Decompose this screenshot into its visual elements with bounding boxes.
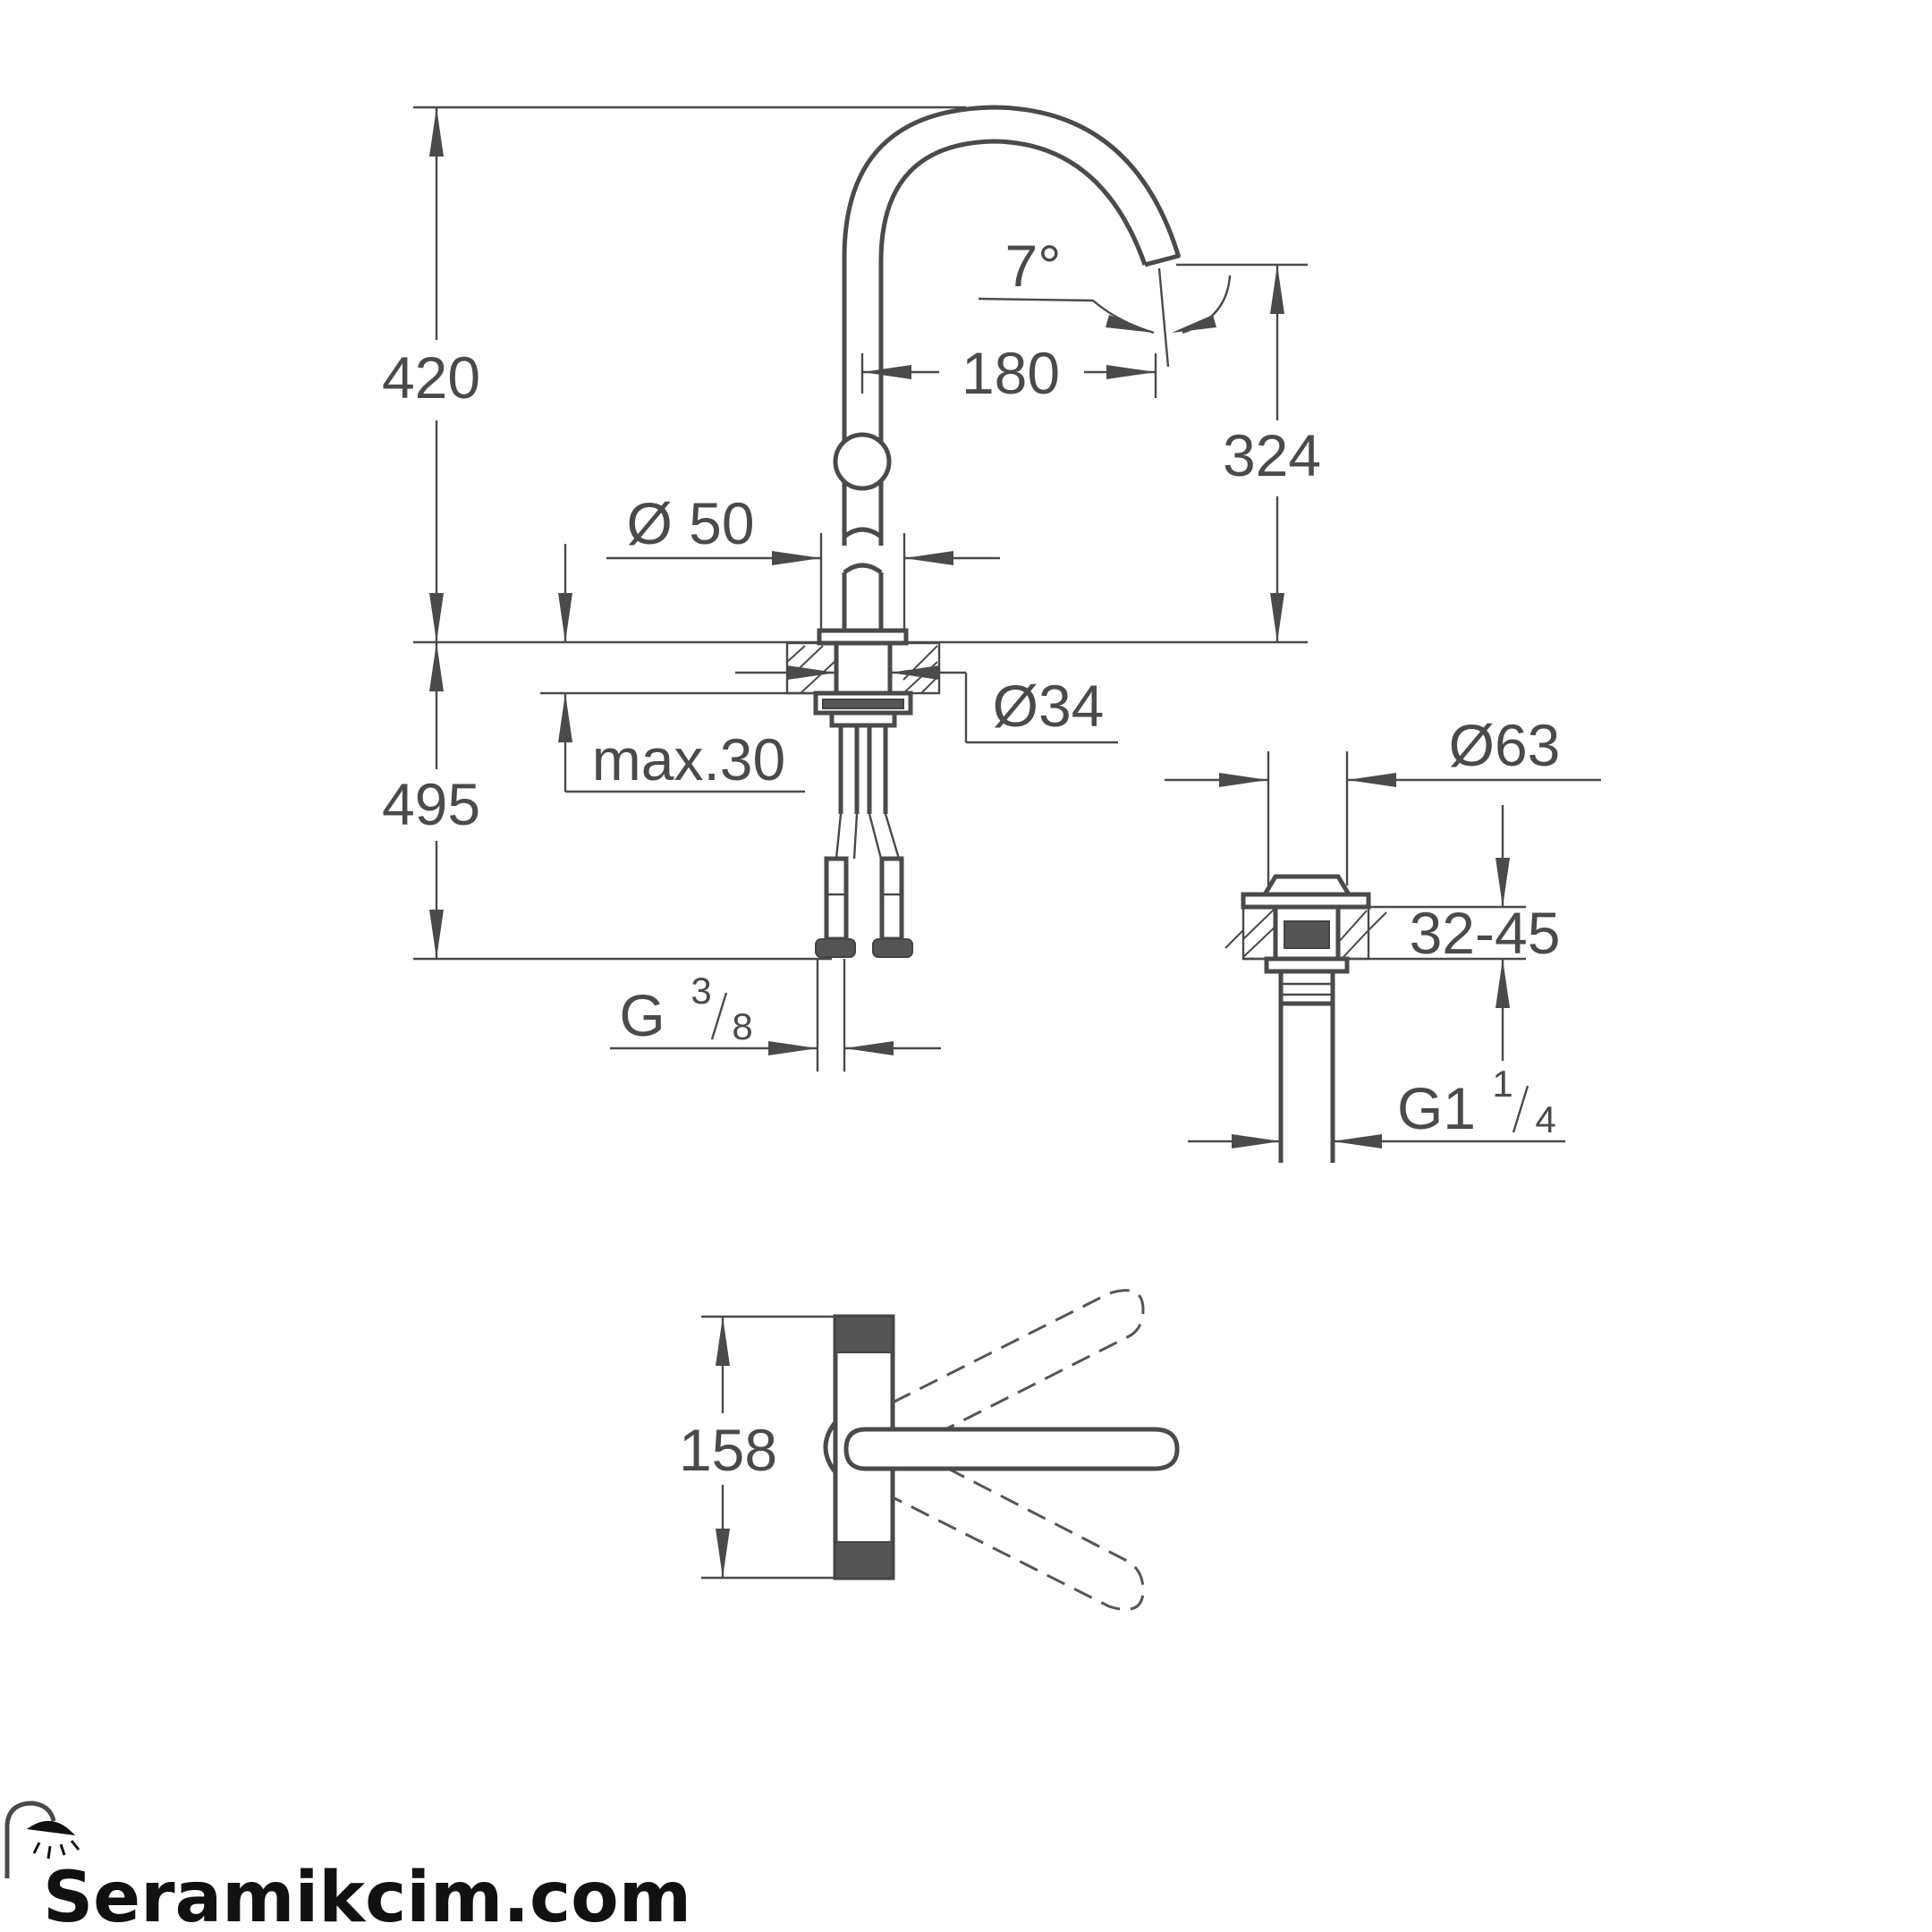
dim-label-d50: Ø 50: [626, 490, 754, 556]
lever-knob: [833, 432, 892, 491]
dim-label-d63: Ø63: [1449, 712, 1561, 778]
dim-label-32-45: 32-45: [1410, 900, 1561, 966]
dim-below-deck: 495: [382, 642, 480, 959]
dim-hole-diameter: Ø34: [735, 665, 1118, 744]
waste-view: [1224, 874, 1387, 1163]
dim-deck-thickness: max.30: [540, 544, 816, 793]
dim-spout-reach: 180: [860, 340, 1157, 406]
dim-label-d34: Ø34: [993, 673, 1105, 739]
branding: Seramikcim.com: [4, 1801, 691, 1932]
dim-label-495: 495: [382, 771, 480, 837]
faucet-side-view: [413, 105, 1308, 961]
dim-spout-angle: 7°: [978, 233, 1232, 335]
dim-label-g: G: [619, 982, 665, 1048]
dim-label-7deg: 7°: [1004, 233, 1061, 299]
dim-label-g1-den: 4: [1535, 1098, 1555, 1140]
dim-lever-span: 158: [679, 1317, 777, 1578]
lever-top-view: [701, 1289, 1180, 1611]
dim-label-420: 420: [382, 344, 480, 411]
dim-waste-range: 32-45: [1243, 805, 1560, 1061]
dim-label-max30: max.30: [592, 726, 785, 792]
dim-label-g1: G1: [1397, 1075, 1476, 1141]
brand-site-name: Seramikcim.com: [43, 1858, 691, 1932]
shower-icon: [4, 1801, 80, 1878]
dim-label-g-den: 8: [732, 1005, 752, 1047]
dim-connection-thread: G 3 8: [610, 959, 941, 1072]
dim-body-diameter: Ø 50: [606, 490, 1000, 631]
dim-label-158: 158: [679, 1417, 777, 1483]
dim-spout-height: 324: [1223, 265, 1321, 642]
dim-label-g1-num: 1: [1492, 1063, 1513, 1105]
dim-label-180: 180: [962, 340, 1060, 406]
dim-total-height: 420: [382, 107, 480, 642]
dim-label-324: 324: [1223, 422, 1321, 488]
dim-label-g-num: 3: [691, 970, 711, 1012]
dim-waste-diameter: Ø63: [1165, 712, 1601, 886]
dim-waste-thread: G1 1 4: [1188, 1063, 1565, 1148]
